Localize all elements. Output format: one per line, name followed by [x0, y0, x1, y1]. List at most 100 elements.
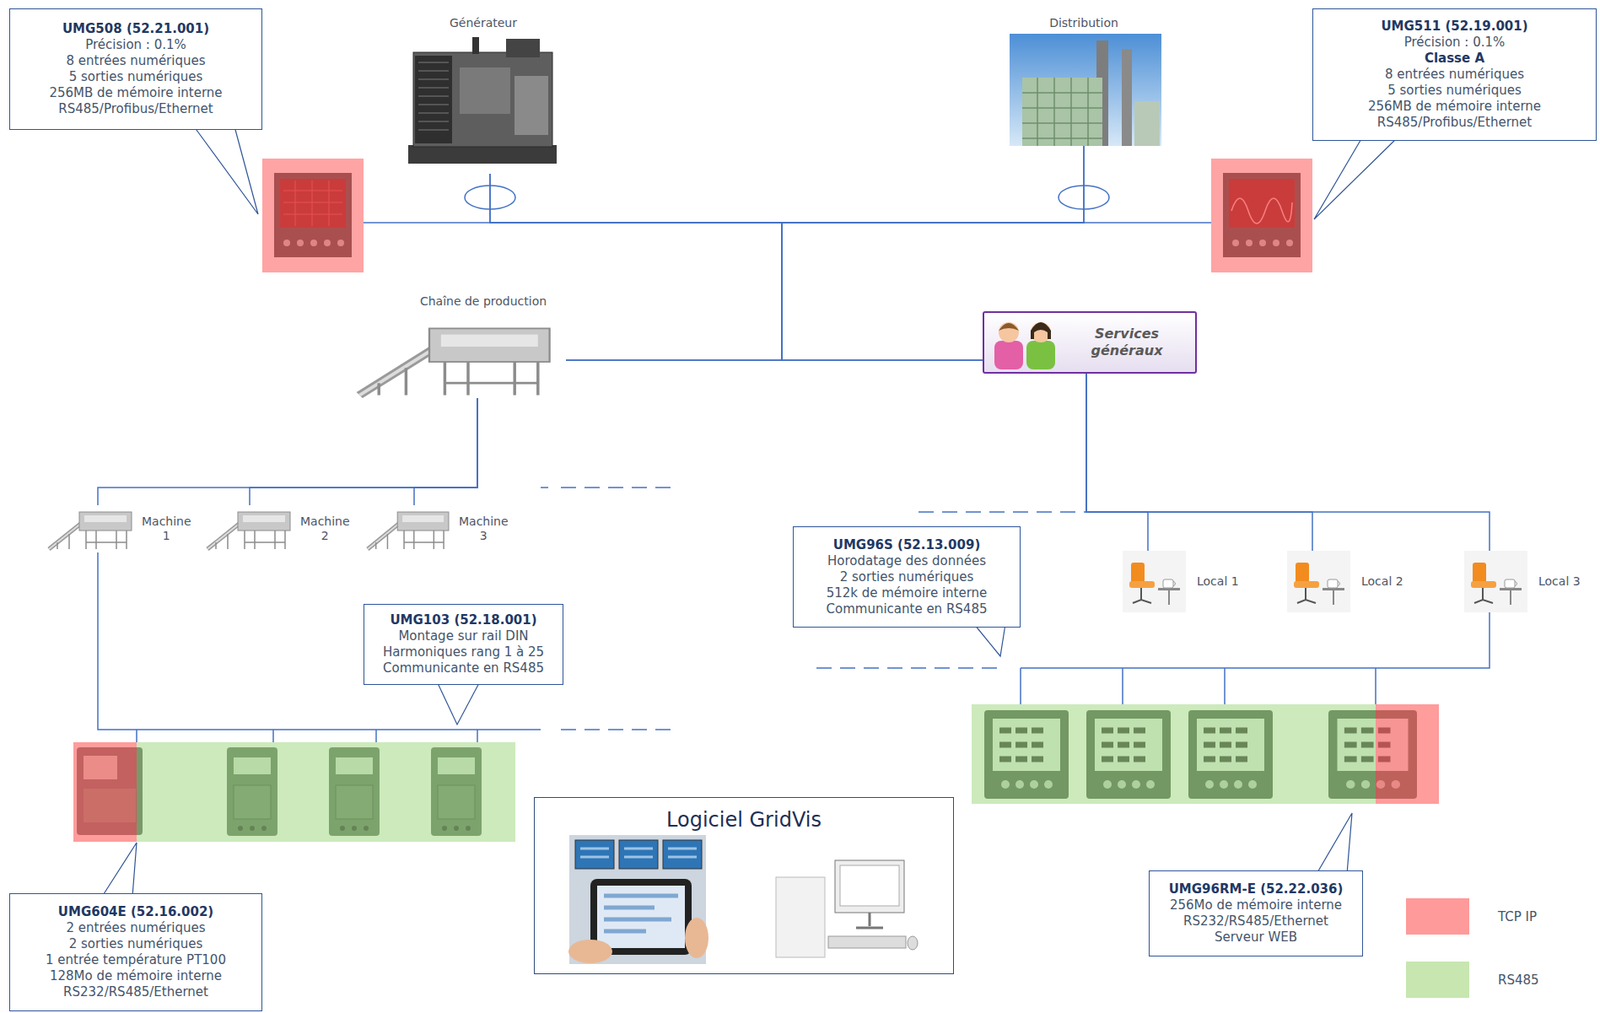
- people-icon: [1030, 322, 1051, 343]
- generator-picture: [472, 37, 480, 54]
- picture-spacer: [1122, 550, 1189, 613]
- office-icon: [1122, 550, 1186, 613]
- generator-picture: [459, 67, 511, 114]
- generator-picture: [514, 75, 549, 135]
- callout-heading: UMG96S (52.13.009): [833, 537, 981, 554]
- callout-tail: [1316, 813, 1353, 874]
- callout-line: 512k de mémoire interne: [826, 585, 988, 602]
- meter-umg511: [1211, 158, 1313, 273]
- distribution-picture: [1022, 77, 1103, 146]
- software-picture: [580, 848, 697, 857]
- generator-node: Générateur: [403, 15, 561, 174]
- software-picture: [684, 917, 709, 959]
- generator-picture: [418, 62, 449, 130]
- spec-callout: UMG511 (52.19.001)Précision : 0.1%Classe…: [1312, 8, 1597, 141]
- office-icon: [1464, 550, 1528, 613]
- network-wire: [918, 511, 1087, 513]
- meter-band: [1375, 704, 1439, 804]
- box-title: Logiciel GridVis: [666, 808, 822, 832]
- callout-tail: [974, 624, 1006, 657]
- generator-picture: [408, 145, 557, 164]
- node-label: Générateur: [449, 15, 518, 31]
- node-label: Local 3: [1538, 574, 1581, 589]
- generator-picture: [413, 52, 553, 147]
- callout-line: 5 sorties numériques: [69, 69, 204, 86]
- legend-label: TCP IP: [1497, 909, 1537, 925]
- people-icon: [998, 322, 1019, 343]
- callout-line: 8 entrées numériques: [65, 53, 205, 70]
- software-picture: [662, 840, 702, 869]
- people-icon: [1026, 340, 1056, 370]
- callout-heading: UMG604E (52.16.002): [58, 904, 214, 921]
- office-node: Local 3: [1464, 550, 1581, 613]
- legend-entry: TCP IP: [1406, 898, 1537, 935]
- meter-umg508: [262, 158, 364, 273]
- picture-spacer: [1287, 550, 1353, 613]
- callout-line: RS485/Profibus/Ethernet: [58, 101, 213, 118]
- callout-line: RS232/RS485/Ethernet: [1183, 913, 1329, 930]
- callout-line: 8 entrées numériques: [1384, 66, 1525, 83]
- software-picture: [856, 912, 884, 928]
- software-picture: [840, 865, 900, 906]
- software-picture: [568, 939, 613, 964]
- network-connector: [1086, 373, 1490, 551]
- callout-line: 5 sorties numériques: [1387, 82, 1522, 99]
- people-icon: [994, 340, 1024, 370]
- callout-heading: UMG96RM-E (52.22.036): [1169, 881, 1344, 898]
- node-label: Machine 3: [458, 514, 509, 544]
- network-connector: [565, 145, 1084, 361]
- network-wire: [1020, 612, 1490, 705]
- callout-line: 256MB de mémoire interne: [48, 85, 222, 102]
- callout-line: 2 entrées numériques: [65, 920, 205, 937]
- software-picture: [603, 895, 679, 932]
- meter-band: [971, 704, 1376, 804]
- callout-line: Communicante en RS485: [382, 660, 545, 677]
- distribution-picture: [1022, 77, 1103, 146]
- production-line-picture: [359, 328, 550, 395]
- callout-tail: [193, 126, 259, 215]
- machine-picture: [207, 511, 291, 550]
- callout-heading: UMG103 (52.18.001): [389, 612, 537, 629]
- office-node: Local 2: [1287, 550, 1404, 613]
- production-line-node: Chaîne de production: [351, 293, 566, 399]
- generator-picture: [408, 37, 557, 164]
- legend-label: RS485: [1497, 972, 1540, 988]
- callout-heading: UMG511 (52.19.001): [1380, 18, 1528, 35]
- software-picture: [828, 936, 906, 949]
- network-wire: [540, 486, 549, 489]
- machine-node: Machine 2: [204, 505, 351, 553]
- spec-callout: UMG508 (52.21.001)Précision : 0.1%8 entr…: [9, 8, 263, 130]
- callout-line: Communicante en RS485: [826, 601, 988, 618]
- callout-line: RS485/Profibus/Ethernet: [1377, 114, 1532, 131]
- callout-line: Précision : 0.1%: [1404, 34, 1506, 51]
- distribution-node: Distribution: [1009, 15, 1162, 146]
- machine-picture: [48, 511, 132, 550]
- software-picture: [597, 885, 685, 949]
- meter-band: [136, 742, 516, 842]
- distribution-picture: [1009, 33, 1162, 146]
- callout-line: 128Mo de mémoire interne: [49, 968, 222, 985]
- network-connector: [1086, 373, 1313, 551]
- picture-spacer: [204, 505, 297, 553]
- callout-line: Serveur WEB: [1214, 929, 1298, 946]
- spec-callout: UMG103 (52.18.001)Montage sur rail DINHa…: [363, 603, 564, 685]
- spec-callout: UMG96S (52.13.009)Horodatage des données…: [792, 526, 1021, 628]
- callout-line: 1 entrée température PT100: [45, 952, 227, 969]
- network-connector: [1086, 373, 1148, 551]
- node-label: Machine 1: [141, 514, 192, 544]
- distribution-picture: [1121, 48, 1132, 146]
- network-wire: [560, 728, 679, 731]
- callout-tail: [436, 681, 480, 725]
- network-connector: [490, 173, 983, 361]
- generator-picture: [414, 55, 453, 144]
- callout-tail: [1314, 137, 1398, 220]
- picture-spacer: [364, 505, 456, 553]
- spec-callout: UMG96RM-E (52.22.036)256Mo de mémoire in…: [1148, 870, 1363, 957]
- people-icon: [1030, 322, 1051, 340]
- distribution-picture: [1009, 33, 1162, 146]
- network-connector: [490, 173, 782, 361]
- software-box: Logiciel GridVis: [533, 797, 954, 975]
- people-icon: [987, 315, 1066, 370]
- software-picture: [568, 835, 918, 965]
